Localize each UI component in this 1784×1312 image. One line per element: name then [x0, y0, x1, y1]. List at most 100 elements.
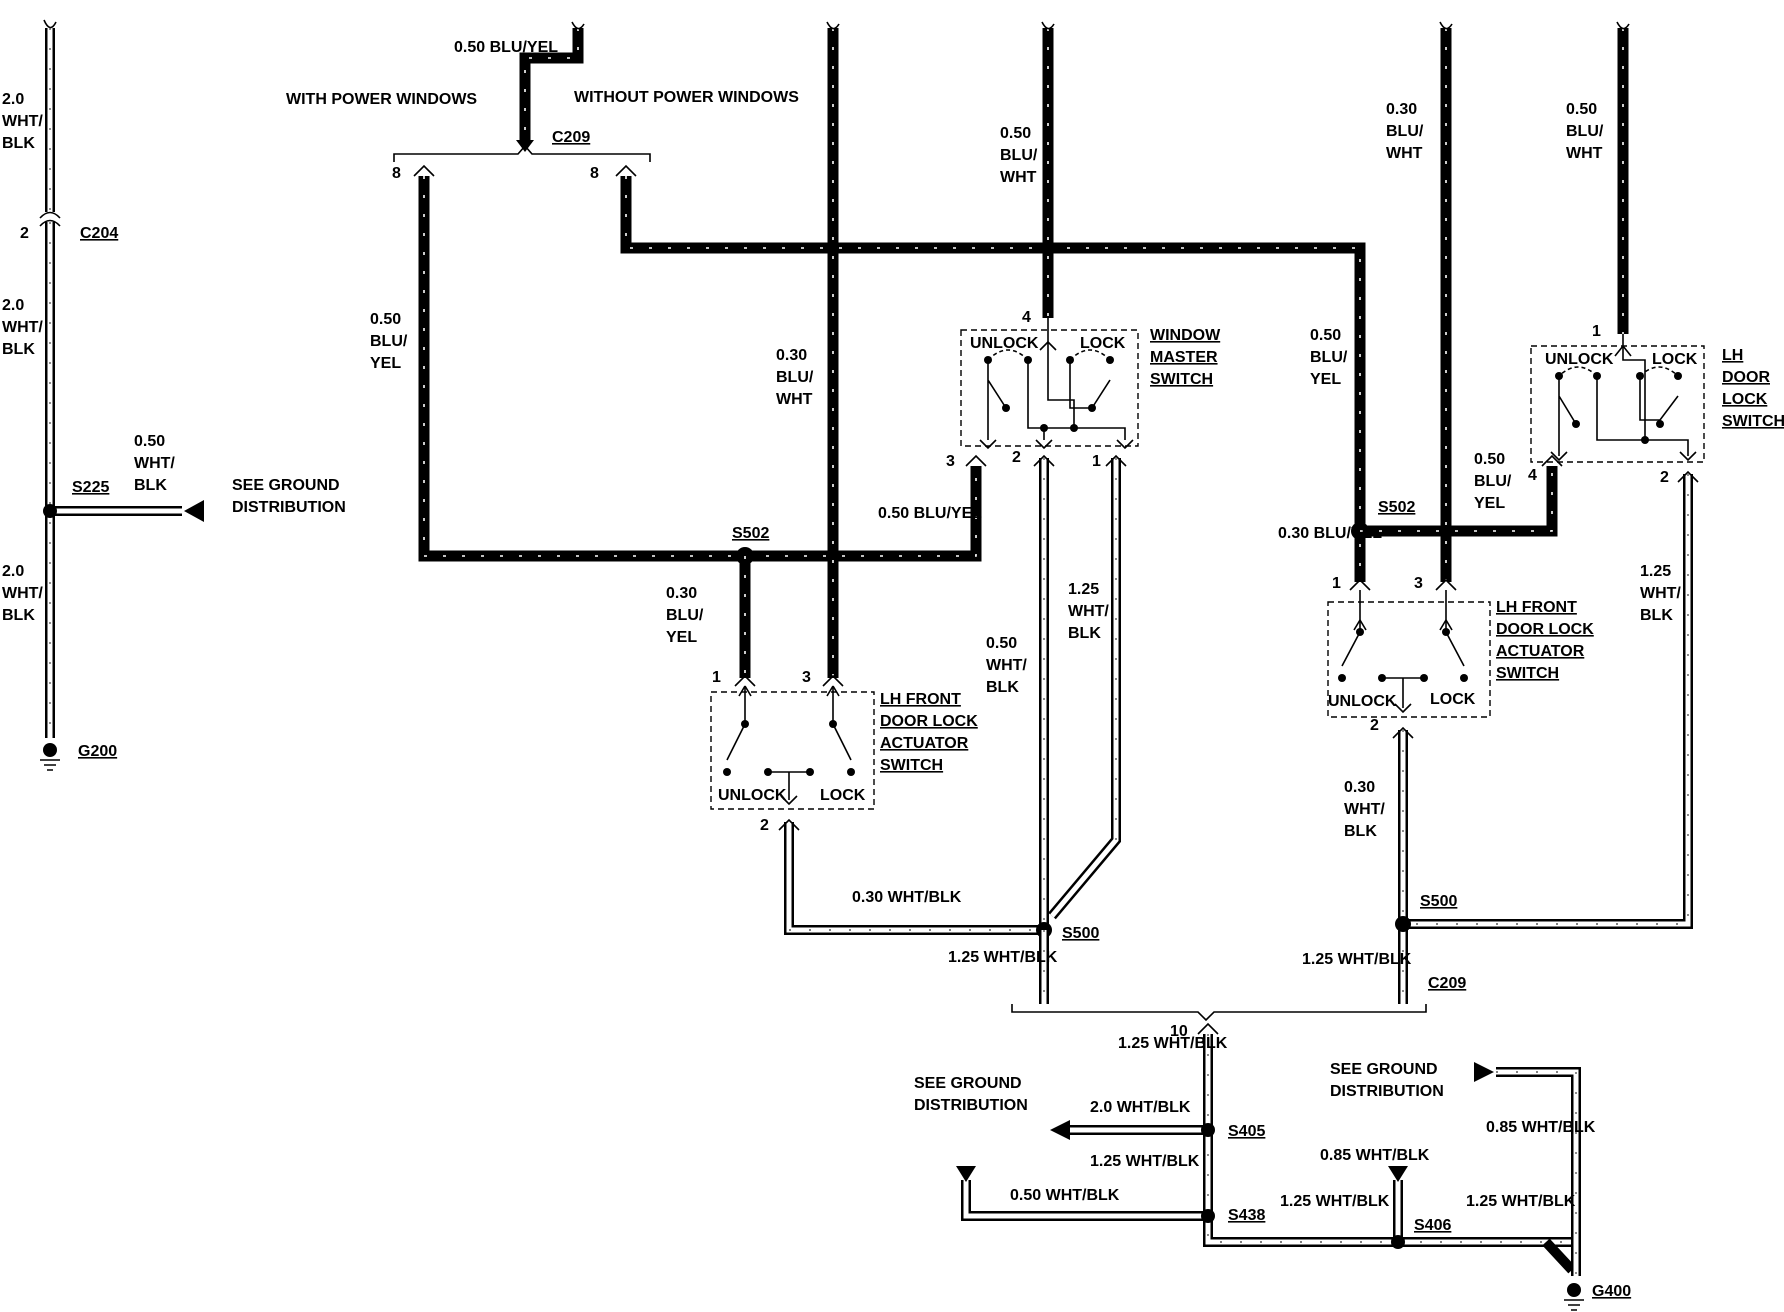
wire-label: 0.30 BLU/YEL: [1278, 525, 1382, 542]
splice-s406-dot: [1391, 1235, 1405, 1249]
c209-bottom-section: [956, 1004, 1584, 1311]
connector-label: C209: [1428, 975, 1466, 992]
switch-position-label: UNLOCK: [718, 787, 787, 804]
pin-label: 2: [20, 225, 29, 242]
wire-label: 1.25 WHT/BLK: [1280, 1193, 1390, 1210]
connector-c209-top-bracket: [393, 144, 651, 162]
wire-label: 0.30 WHT/BLK: [852, 889, 962, 906]
pin-label: 1: [1592, 323, 1601, 340]
c209-top-section: [393, 21, 651, 177]
note-label: WITHOUT POWER WINDOWS: [574, 89, 799, 106]
pin-label: 2: [1012, 449, 1021, 466]
pin-label: 2: [1370, 717, 1379, 734]
connector-label: C209: [552, 129, 590, 146]
pin-label: 1: [1332, 575, 1341, 592]
switch-position-label: LOCK: [1430, 691, 1476, 708]
splice-label: S406: [1414, 1217, 1451, 1234]
ground-label: G400: [1592, 1283, 1631, 1300]
splice-label: S500: [1420, 893, 1457, 910]
connector-c209-bottom-bracket: [1011, 1004, 1427, 1022]
splice-label: S438: [1228, 1207, 1265, 1224]
switch-position-label: LOCK: [820, 787, 866, 804]
wire-label: 0.85 WHT/BLK: [1320, 1147, 1430, 1164]
wire-bluyel-without-pw: [620, 176, 1371, 591]
pin-label: 8: [590, 165, 599, 182]
switch-position-label: LOCK: [1652, 351, 1698, 368]
pin-label: 3: [802, 669, 811, 686]
wire-label: 0.85 WHT/BLK: [1486, 1119, 1596, 1136]
pin-label: 3: [946, 453, 955, 470]
wire-label: 1.25 WHT/BLK: [1302, 951, 1412, 968]
splice-label: S500: [1062, 925, 1099, 942]
lh-front-actuator-right: [1327, 590, 1491, 718]
wire-label: 2.0 WHT/BLK: [1090, 1099, 1191, 1116]
wire-label: 0.50 BLU/YEL: [454, 39, 558, 56]
ground-g200-symbol: [40, 759, 60, 771]
ground-g400-dot: [1567, 1283, 1581, 1297]
wire-bluwht-center-left: [822, 21, 844, 687]
wire-label: 1.25 WHT/BLK: [1090, 1153, 1200, 1170]
window-master-switch-box: [960, 329, 1139, 447]
lh-front-actuator-left-box: [710, 691, 875, 810]
splice-label: S502: [732, 525, 769, 542]
ground-g200-dot: [43, 743, 57, 757]
pin-label: 2: [1660, 469, 1669, 486]
wire-label: 0.50 BLU/YEL: [878, 505, 982, 522]
ground-label: G200: [78, 743, 117, 760]
note-label: WITH POWER WINDOWS: [286, 91, 477, 108]
lh-door-lock-switch-box: [1530, 345, 1705, 463]
wire-bluyel-left-trunk: [418, 176, 987, 562]
pin-label: 4: [1528, 467, 1537, 484]
switch-position-label: LOCK: [1080, 335, 1126, 352]
pin-label: 1: [712, 669, 721, 686]
switch-position-label: UNLOCK: [970, 335, 1039, 352]
switch-position-label: UNLOCK: [1328, 693, 1397, 710]
splice-s405-dot: [1201, 1123, 1215, 1137]
ground-g400-symbol: [1564, 1299, 1584, 1311]
splice-label: S225: [72, 479, 109, 496]
lh-front-actuator-right-box: [1327, 601, 1491, 718]
pin-label: 4: [1022, 309, 1031, 326]
pin-label: 2: [760, 817, 769, 834]
wire-label: 1.25 WHT/BLK: [1118, 1035, 1228, 1052]
splice-s500-right-dot: [1395, 916, 1411, 932]
left-ground-circuit: [39, 19, 204, 771]
lh-front-actuator-left: [710, 685, 875, 810]
lh-door-lock-switch: [1530, 334, 1705, 463]
splice-label: S502: [1378, 499, 1415, 516]
pin-label: 8: [392, 165, 401, 182]
pin-label: 1: [1092, 453, 1101, 470]
wire-label: 0.50 WHT/BLK: [1010, 1187, 1120, 1204]
wire-label: 1.25 WHT/BLK: [948, 949, 1058, 966]
window-master-switch: [960, 318, 1139, 450]
pin-label: 10: [1170, 1023, 1188, 1040]
pin-label: 3: [1414, 575, 1423, 592]
connector-label: C204: [80, 225, 118, 242]
splice-s438-dot: [1201, 1209, 1215, 1223]
ground-arrow: [184, 500, 204, 522]
